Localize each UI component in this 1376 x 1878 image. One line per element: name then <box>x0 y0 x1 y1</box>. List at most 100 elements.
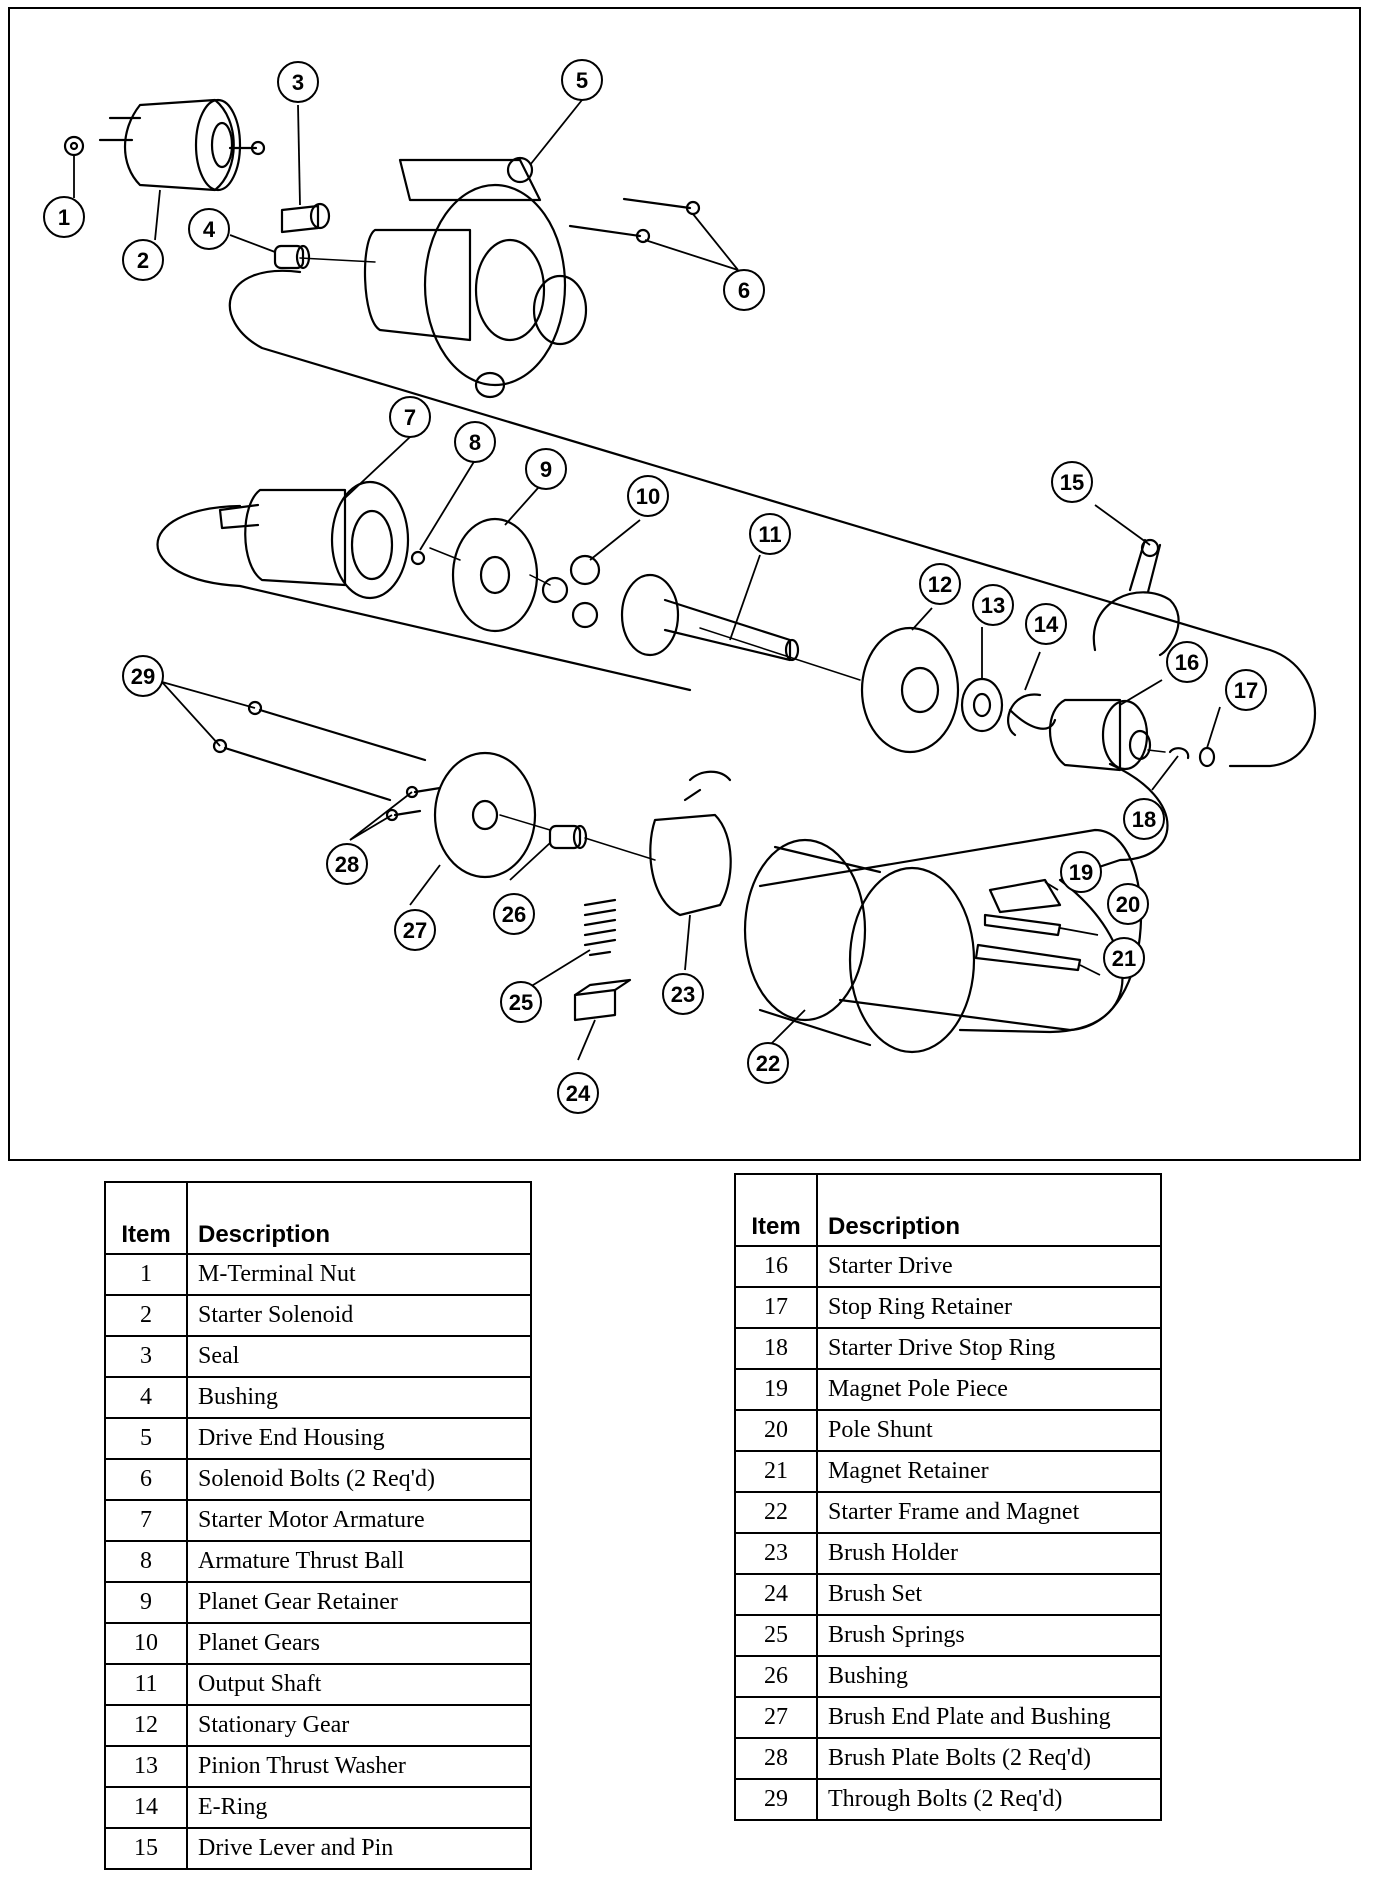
callout-3: 3 <box>277 61 319 103</box>
callout-26: 26 <box>493 893 535 935</box>
item-number-cell: 18 <box>734 1327 818 1370</box>
svg-text:10: 10 <box>636 484 660 509</box>
callout-18: 18 <box>1123 798 1165 840</box>
item-number-cell: 21 <box>734 1450 818 1493</box>
item-number-cell: 3 <box>104 1335 188 1378</box>
callout-25: 25 <box>500 981 542 1023</box>
callout-1: 1 <box>43 196 85 238</box>
item-number-cell: 12 <box>104 1704 188 1747</box>
description-cell: E-Ring <box>186 1786 532 1829</box>
svg-text:17: 17 <box>1234 678 1258 703</box>
svg-text:28: 28 <box>335 852 359 877</box>
brush-holder-part <box>649 770 732 917</box>
description-cell: Brush Set <box>816 1573 1162 1616</box>
svg-text:24: 24 <box>566 1081 591 1106</box>
seal-part <box>280 202 331 234</box>
item-column-header: Item <box>104 1181 188 1255</box>
callout-14: 14 <box>1025 603 1067 645</box>
callout-16: 16 <box>1166 641 1208 683</box>
magnet-retainer-part <box>974 943 1082 972</box>
item-number-cell: 6 <box>104 1458 188 1501</box>
drive-lever-part <box>1092 538 1180 657</box>
item-number-cell: 9 <box>104 1581 188 1624</box>
description-cell: Pinion Thrust Washer <box>186 1745 532 1788</box>
item-column-header: Item <box>734 1173 818 1247</box>
description-cell: Starter Solenoid <box>186 1294 532 1337</box>
svg-text:1: 1 <box>58 205 70 230</box>
assembly-centerline <box>299 257 1166 861</box>
item-number-cell: 25 <box>734 1614 818 1657</box>
item-number-cell: 11 <box>104 1663 188 1706</box>
description-cell: Planet Gears <box>186 1622 532 1665</box>
description-cell: Starter Frame and Magnet <box>816 1491 1162 1534</box>
description-cell: Seal <box>186 1335 532 1378</box>
description-cell: Drive End Housing <box>186 1417 532 1460</box>
svg-text:11: 11 <box>758 522 781 547</box>
table-header-row: Item Description <box>734 1173 1162 1247</box>
description-cell: Bushing <box>816 1655 1162 1698</box>
description-cell: Brush End Plate and Bushing <box>816 1696 1162 1739</box>
callout-4: 4 <box>188 208 230 250</box>
callout-28: 28 <box>326 843 368 885</box>
item-number-cell: 2 <box>104 1294 188 1337</box>
svg-text:29: 29 <box>131 664 155 689</box>
callout-17: 17 <box>1225 669 1267 711</box>
item-number-cell: 15 <box>104 1827 188 1870</box>
callout-20: 20 <box>1107 883 1149 925</box>
brush-set-part <box>573 978 632 1022</box>
description-cell: Stationary Gear <box>186 1704 532 1747</box>
description-column-header: Description <box>186 1181 532 1255</box>
description-cell: Drive Lever and Pin <box>186 1827 532 1870</box>
description-cell: Brush Holder <box>816 1532 1162 1575</box>
description-cell: Brush Springs <box>816 1614 1162 1657</box>
armature-thrust-ball-part <box>410 550 426 566</box>
description-cell: Magnet Pole Piece <box>816 1368 1162 1411</box>
svg-text:5: 5 <box>576 68 588 93</box>
item-number-cell: 19 <box>734 1368 818 1411</box>
starter-motor-armature-part <box>218 480 410 600</box>
callout-27: 27 <box>394 909 436 951</box>
stop-ring-part <box>1168 747 1190 760</box>
item-number-cell: 27 <box>734 1696 818 1739</box>
bushing-part <box>273 244 311 270</box>
svg-text:20: 20 <box>1116 892 1140 917</box>
item-number-cell: 10 <box>104 1622 188 1665</box>
description-cell: Through Bolts (2 Req'd) <box>816 1778 1162 1821</box>
item-number-cell: 28 <box>734 1737 818 1780</box>
callout-12: 12 <box>919 563 961 605</box>
item-number-cell: 13 <box>104 1745 188 1788</box>
callout-8: 8 <box>454 421 496 463</box>
svg-text:8: 8 <box>469 430 481 455</box>
svg-text:3: 3 <box>292 70 304 95</box>
description-cell: Armature Thrust Ball <box>186 1540 532 1583</box>
svg-text:14: 14 <box>1034 612 1059 637</box>
planet-gear-retainer-part <box>451 517 539 633</box>
svg-text:6: 6 <box>738 278 750 303</box>
item-number-cell: 7 <box>104 1499 188 1542</box>
item-number-cell: 17 <box>734 1286 818 1329</box>
description-cell: Starter Motor Armature <box>186 1499 532 1542</box>
svg-text:15: 15 <box>1060 470 1084 495</box>
upper-group-envelope <box>228 269 1316 768</box>
callout-5: 5 <box>561 59 603 101</box>
svg-text:25: 25 <box>509 990 533 1015</box>
callout-13: 13 <box>972 584 1014 626</box>
item-number-cell: 26 <box>734 1655 818 1698</box>
through-bolts-part <box>212 700 427 802</box>
